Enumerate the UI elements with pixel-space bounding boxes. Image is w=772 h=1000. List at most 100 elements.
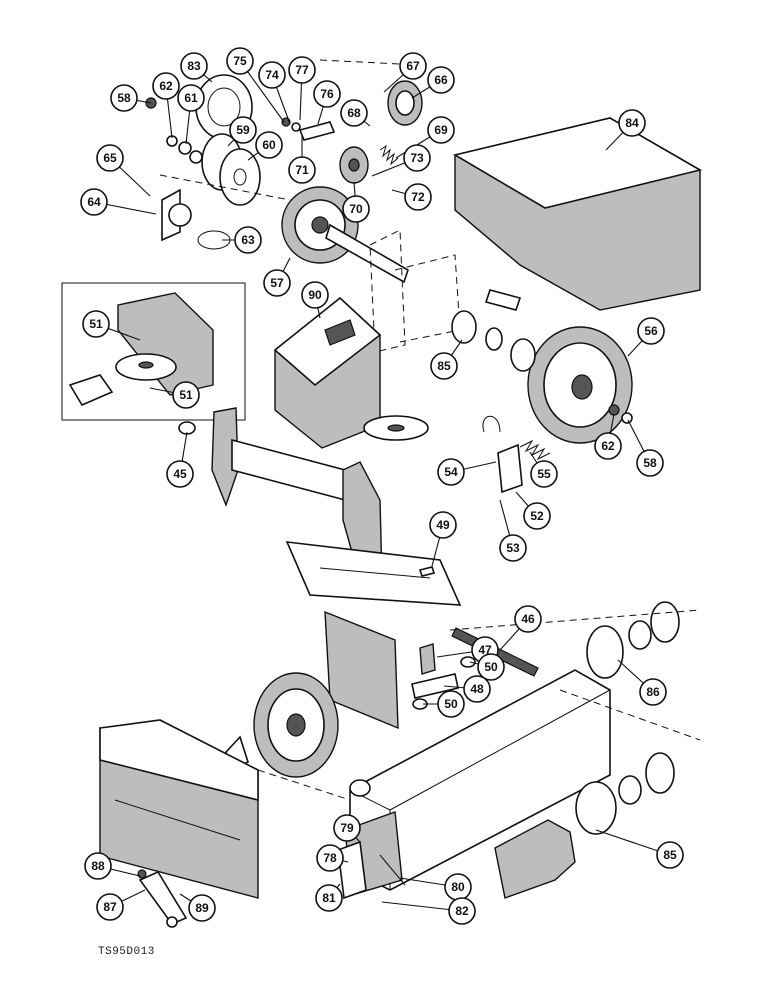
callout-86: 86: [639, 678, 667, 706]
callout-label: 54: [444, 465, 458, 479]
shield-84: [452, 117, 703, 311]
callout-label: 76: [320, 87, 334, 101]
callout-circle: [288, 156, 316, 184]
callout-82: 82: [448, 897, 476, 925]
callout-83: 83: [180, 52, 208, 80]
callout-68: 68: [340, 99, 368, 127]
callout-circle: [152, 72, 180, 100]
callout-79: 79: [333, 814, 361, 842]
callout-circle: [315, 884, 343, 912]
callout-63: 63: [234, 226, 262, 254]
callout-58: 58: [110, 84, 138, 112]
callout-circle: [342, 195, 370, 223]
callout-circle: [166, 460, 194, 488]
callout-label: 82: [455, 904, 469, 918]
callout-78: 78: [316, 844, 344, 872]
callout-label: 46: [521, 612, 535, 626]
callout-circle: [288, 56, 316, 84]
callout-label: 74: [265, 68, 279, 82]
callout-circle: [399, 52, 427, 80]
callout-label: 62: [159, 79, 173, 93]
wheel-plate-assembly: [225, 566, 539, 778]
callout-54: 54: [437, 458, 465, 486]
callout-circle: [177, 84, 205, 112]
callout-circle: [404, 183, 432, 211]
callout-84: 84: [618, 109, 646, 137]
mounting-plate-outline: [159, 59, 461, 353]
callout-label: 62: [601, 439, 615, 453]
callout-52: 52: [523, 502, 551, 530]
callout-label: 65: [103, 151, 117, 165]
callout-circle: [84, 852, 112, 880]
callout-circle: [80, 188, 108, 216]
callout-label: 85: [663, 848, 677, 862]
callout-circle: [427, 66, 455, 94]
callout-circle: [429, 511, 457, 539]
callout-69: 69: [427, 116, 455, 144]
callout-label: 57: [270, 276, 284, 290]
lower-left-frame: [99, 719, 351, 928]
callout-label: 78: [323, 851, 337, 865]
callout-circle: [656, 841, 684, 869]
callout-circle: [229, 116, 257, 144]
callout-label: 58: [643, 456, 657, 470]
callout-50: 50: [477, 653, 505, 681]
callout-53: 53: [499, 534, 527, 562]
callout-87: 87: [96, 893, 124, 921]
callout-circle: [639, 678, 667, 706]
upper-shaft-assembly: [145, 74, 423, 284]
inset-detail-51: [61, 282, 246, 421]
callout-label: 66: [434, 73, 448, 87]
callout-circle: [477, 653, 505, 681]
callout-label: 80: [451, 880, 465, 894]
callout-label: 55: [537, 467, 551, 481]
callout-label: 58: [117, 91, 131, 105]
callout-circle: [316, 844, 344, 872]
callout-circle: [427, 116, 455, 144]
callout-label: 84: [625, 116, 639, 130]
callout-72: 72: [404, 183, 432, 211]
callout-65: 65: [96, 144, 124, 172]
callout-label: 64: [87, 195, 101, 209]
callout-80: 80: [444, 873, 472, 901]
callout-73: 73: [403, 144, 431, 172]
callout-circle: [226, 47, 254, 75]
callout-label: 73: [410, 151, 424, 165]
callout-85: 85: [430, 352, 458, 380]
callout-55: 55: [530, 460, 558, 488]
callout-62: 62: [594, 432, 622, 460]
callout-75: 75: [226, 47, 254, 75]
callout-circle: [172, 381, 200, 409]
callout-62: 62: [152, 72, 180, 100]
callout-label: 90: [308, 288, 322, 302]
callout-label: 68: [347, 106, 361, 120]
callout-label: 77: [295, 63, 309, 77]
callout-85: 85: [656, 841, 684, 869]
callout-label: 79: [340, 821, 354, 835]
callout-81: 81: [315, 884, 343, 912]
callout-77: 77: [288, 56, 316, 84]
callout-51: 51: [172, 381, 200, 409]
callout-label: 67: [406, 59, 420, 73]
callout-label: 50: [444, 697, 458, 711]
callout-60: 60: [255, 131, 283, 159]
arm-assembly: [178, 407, 462, 606]
callout-circle: [82, 310, 110, 338]
callout-label: 49: [436, 518, 450, 532]
callout-circle: [96, 144, 124, 172]
callout-circle: [180, 52, 208, 80]
callout-circle: [594, 432, 622, 460]
callout-label: 63: [241, 233, 255, 247]
callout-circle: [313, 80, 341, 108]
callout-circle: [255, 131, 283, 159]
callout-circle: [333, 814, 361, 842]
callout-label: 48: [470, 682, 484, 696]
callout-51: 51: [82, 310, 110, 338]
callout-46: 46: [514, 605, 542, 633]
callout-label: 81: [322, 891, 336, 905]
callout-label: 75: [233, 54, 247, 68]
callout-circle: [340, 99, 368, 127]
callout-label: 69: [434, 123, 448, 137]
